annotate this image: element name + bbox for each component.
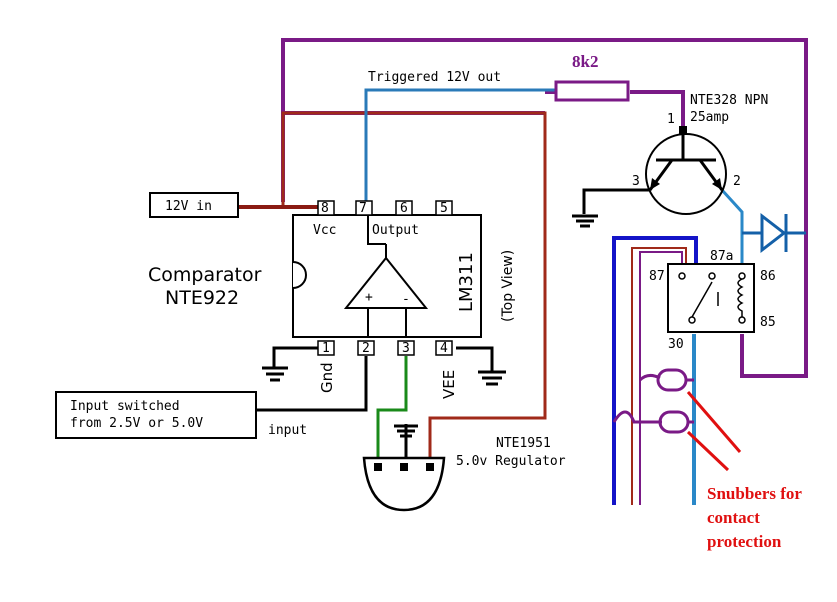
relay-pin-85: 85	[760, 315, 776, 330]
chip-bottom-pins	[317, 340, 453, 356]
pin-8-label: 8	[321, 201, 329, 216]
input-12v-box	[149, 192, 239, 218]
relay	[667, 263, 755, 333]
input-12v-label: 12V in	[165, 199, 212, 214]
lm311-chip	[292, 214, 482, 338]
comparator-label: Comparator	[148, 264, 262, 286]
output-label: Output	[372, 223, 419, 238]
top-view-label: (Top View)	[500, 250, 516, 322]
pin4-ground	[456, 346, 506, 386]
gnd-label: Gnd	[318, 362, 336, 393]
op-plus-label: +	[365, 290, 373, 305]
snubber-top	[638, 368, 694, 392]
input-label: input	[268, 423, 307, 438]
pin1-ground	[262, 346, 320, 382]
snubber-label-line-3: protection	[707, 532, 782, 551]
transistor-ground-wire	[572, 188, 650, 228]
regulator-name-label: NTE1951	[496, 436, 551, 451]
triggered-output-wire	[364, 88, 556, 202]
vee-label: VEE	[440, 370, 458, 399]
comparator-part-label: NTE922	[165, 287, 239, 309]
snubber-bottom	[612, 410, 694, 434]
pin-5-label: 5	[440, 201, 448, 216]
pin-6-label: 6	[400, 201, 408, 216]
regulator-wires	[376, 356, 408, 458]
npn-transistor	[645, 126, 727, 215]
relay-pin-86: 86	[760, 269, 776, 284]
transistor-name-label: NTE328 NPN	[690, 93, 768, 108]
input-switched-box	[55, 391, 257, 439]
pin-2-label: 2	[362, 341, 370, 356]
flyback-diode	[742, 212, 806, 254]
pin-3-label: 3	[402, 341, 410, 356]
snubber-label-line-2: contact	[707, 508, 760, 527]
snubber-label-line-1: Snubbers for	[707, 484, 802, 503]
pin-4-label: 4	[440, 341, 448, 356]
triggered-output-label: Triggered 12V out	[368, 70, 501, 85]
transistor-pin-3: 3	[632, 174, 640, 189]
vcc-label: Vcc	[313, 223, 336, 238]
transistor-pin-2: 2	[733, 174, 741, 189]
input-box-line-1: Input switched	[70, 399, 180, 414]
resistor-8k2	[554, 80, 630, 102]
resistor-label: 8k2	[572, 52, 598, 71]
chip-part-label: LM311	[456, 252, 477, 312]
pin-7-label: 7	[359, 201, 367, 216]
relay-pin-30: 30	[668, 337, 684, 352]
pin-1-label: 1	[322, 341, 330, 356]
input-box-line-2: from 2.5V or 5.0V	[70, 416, 203, 431]
snubber-pointer-lines	[686, 391, 742, 472]
transistor-rating-label: 25amp	[690, 110, 729, 125]
relay-pin-87a: 87a	[710, 249, 733, 264]
input-wire	[256, 356, 368, 412]
chip-top-pins	[317, 200, 453, 216]
relay-pin-87: 87	[649, 269, 665, 284]
op-minus-label: -	[402, 292, 410, 307]
regulator-ground	[394, 424, 418, 458]
regulator-desc-label: 5.0v Regulator	[456, 454, 566, 469]
brown-12v-wire	[281, 111, 547, 458]
voltage-regulator	[362, 456, 446, 512]
relay-bus-wires	[612, 236, 698, 505]
transistor-pin-1: 1	[667, 112, 675, 127]
